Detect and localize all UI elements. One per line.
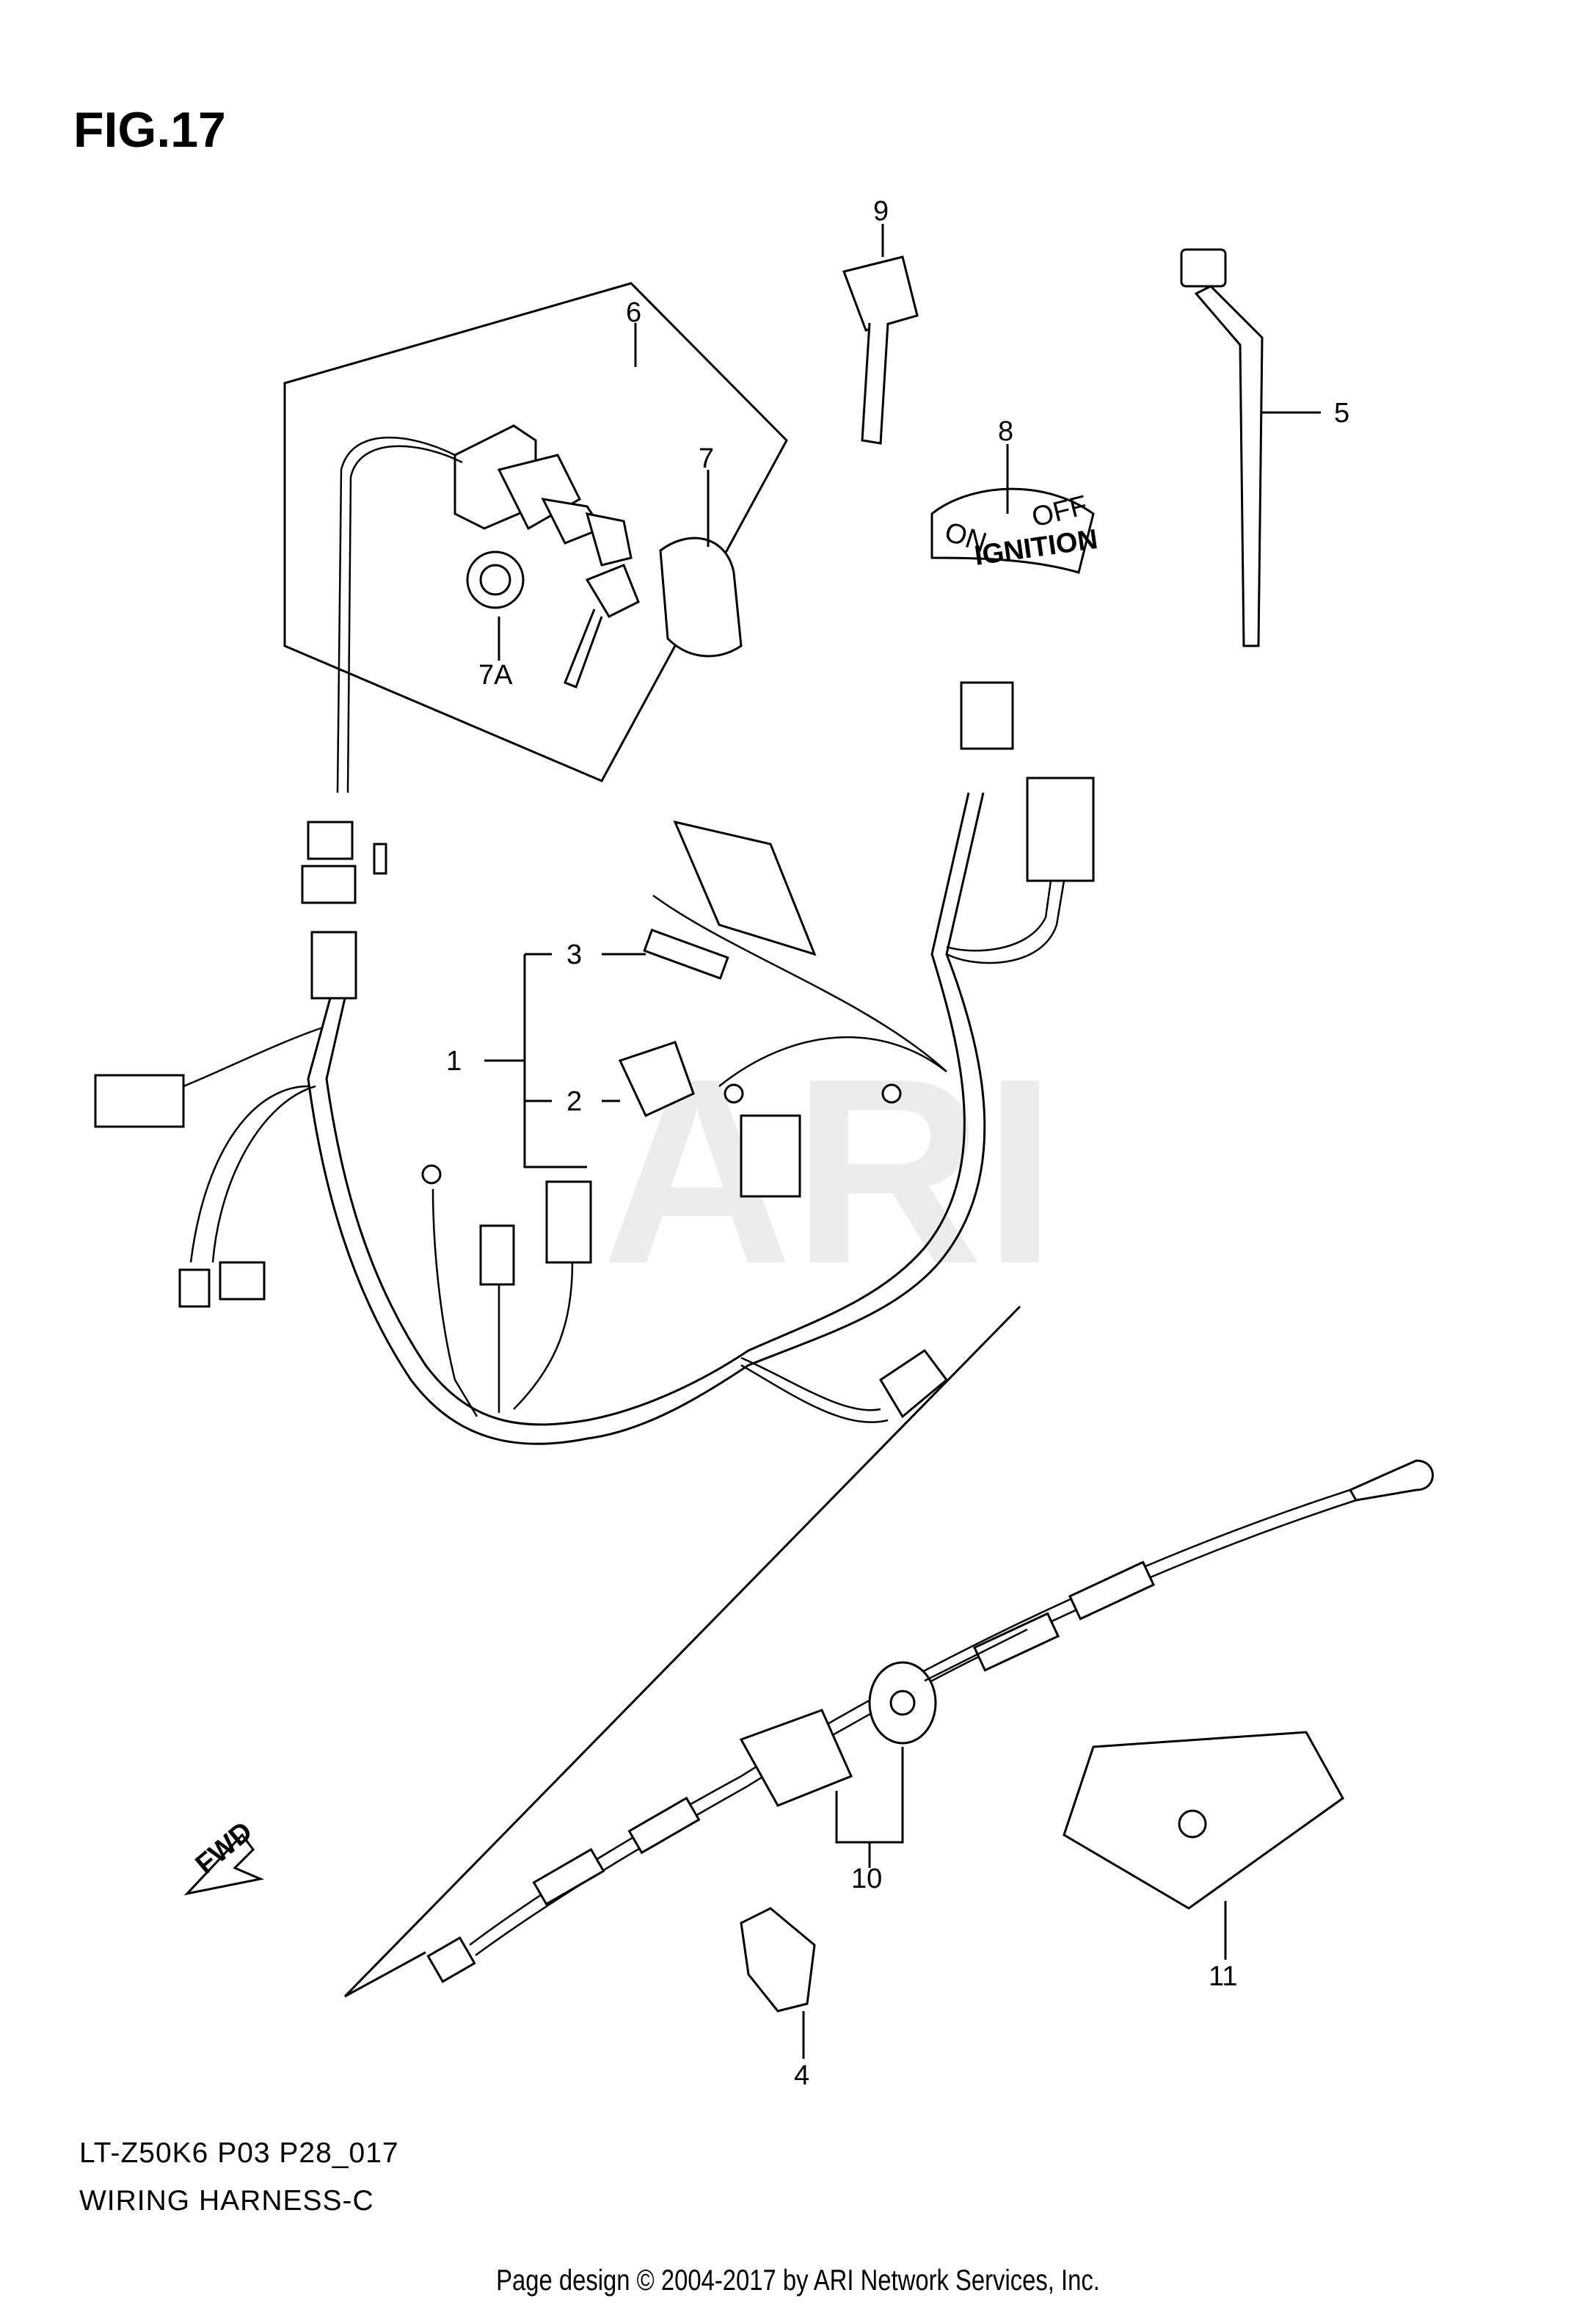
fuse[interactable] (643, 928, 729, 980)
label-6[interactable]: 6 (626, 297, 641, 328)
label-4[interactable]: 4 (794, 2060, 809, 2091)
fuse-holder[interactable] (673, 820, 817, 956)
cable-tie[interactable] (1180, 248, 1264, 647)
label-7a[interactable]: 7A (478, 660, 513, 691)
pad-hole (1178, 1809, 1207, 1839)
diagram-code: LT-Z50K6 P03 P28_017 (79, 2137, 399, 2169)
connector-mid-a (479, 1224, 515, 1286)
ignition-decal[interactable]: ON OFF IGNITION (930, 487, 1099, 574)
leader-lines (484, 224, 1321, 2059)
switch-key (585, 512, 633, 567)
ignition-group-frame (283, 282, 788, 782)
ring-terminal-c (881, 1083, 902, 1104)
lock-nut[interactable] (466, 550, 525, 609)
label-7[interactable]: 7 (699, 443, 714, 474)
harness-connector-top[interactable] (310, 931, 357, 1000)
connector-mid-b (545, 1180, 592, 1264)
label-5[interactable]: 5 (1334, 398, 1349, 429)
sensor-group-line (343, 1305, 1021, 1998)
label-3[interactable]: 3 (566, 939, 582, 970)
ignition-switch[interactable] (336, 424, 604, 793)
key-ignition (564, 564, 640, 688)
ring-terminal-b (724, 1083, 744, 1104)
sensor-clip[interactable] (740, 1907, 816, 2013)
sensor-connector[interactable] (878, 1348, 949, 1419)
label-10[interactable]: 10 (851, 1864, 882, 1894)
connector-mid-c[interactable] (740, 1114, 801, 1198)
connector-top-b[interactable] (1026, 777, 1095, 882)
figure-title: FIG.17 (73, 102, 226, 158)
switch-cap[interactable] (659, 537, 743, 658)
label-11[interactable]: 11 (1209, 1961, 1237, 1992)
fwd-arrow: FWD (183, 1816, 265, 1896)
temperature-sensor[interactable] (739, 1628, 1028, 1807)
label-2[interactable]: 2 (566, 1086, 582, 1117)
connector-top-a[interactable] (960, 681, 1014, 750)
switch-connector-b[interactable] (301, 865, 357, 904)
terminal-cap[interactable] (618, 1041, 695, 1117)
page-footer: Page design © 2004-2017 by ARI Network S… (496, 2264, 1100, 2297)
key-blank[interactable] (842, 255, 919, 445)
switch-terminal (373, 843, 387, 875)
label-9[interactable]: 9 (873, 196, 889, 227)
switch-connector-a[interactable] (307, 821, 354, 860)
label-8[interactable]: 8 (998, 416, 1013, 447)
main-harness[interactable] (183, 792, 1065, 1445)
small-connector-a (178, 1268, 211, 1308)
label-1[interactable]: 1 (446, 1046, 462, 1077)
side-connector[interactable] (94, 1074, 185, 1128)
part-labels: 9 5 6 8 7 7A 3 1 2 10 4 11 (446, 196, 1349, 2091)
diagram-name: WIRING HARNESS-C (79, 2185, 374, 2217)
ring-terminal-a (421, 1164, 442, 1185)
small-connector-b (219, 1261, 266, 1301)
